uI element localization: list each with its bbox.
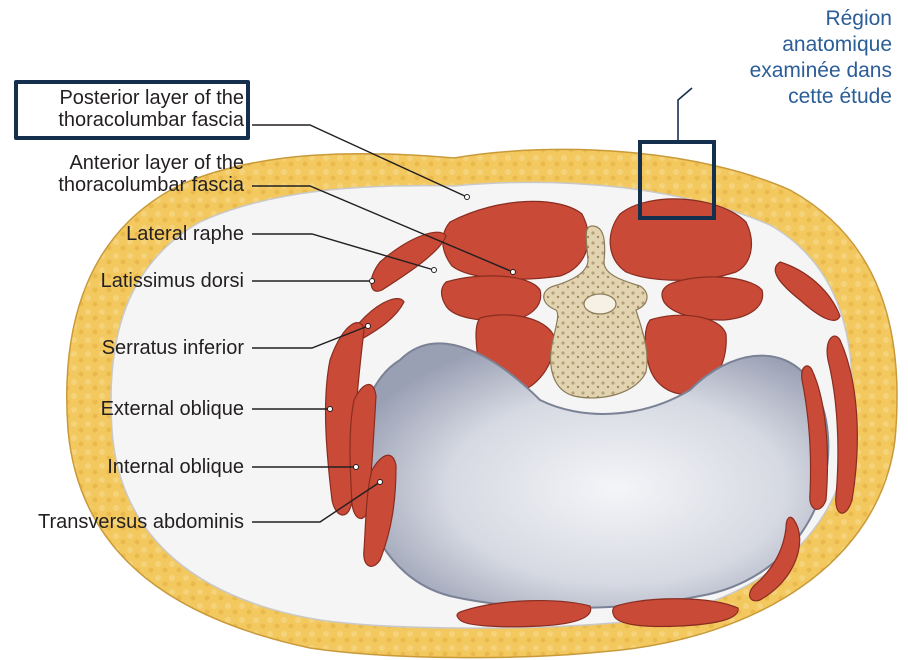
label-posterior-layer: Posterior layer of the thoracolumbar fas… <box>58 87 244 131</box>
quadratus-left <box>442 276 541 321</box>
label-transversus-abdominis: Transversus abdominis <box>38 511 244 533</box>
label-internal-oblique: Internal oblique <box>107 456 244 478</box>
label-external-oblique: External oblique <box>101 398 244 420</box>
label-anterior-layer: Anterior layer of the thoracolumbar fasc… <box>58 152 244 196</box>
spinal-canal <box>584 294 616 314</box>
erector-spinae-right <box>610 199 751 280</box>
region-note: Région anatomique examinée dans cette ét… <box>750 6 892 110</box>
label-lateral-raphe: Lateral raphe <box>126 223 244 245</box>
label-serratus-inferior: Serratus inferior <box>102 337 244 359</box>
region-leader <box>678 88 692 140</box>
label-latissimus-dorsi: Latissimus dorsi <box>101 270 244 292</box>
